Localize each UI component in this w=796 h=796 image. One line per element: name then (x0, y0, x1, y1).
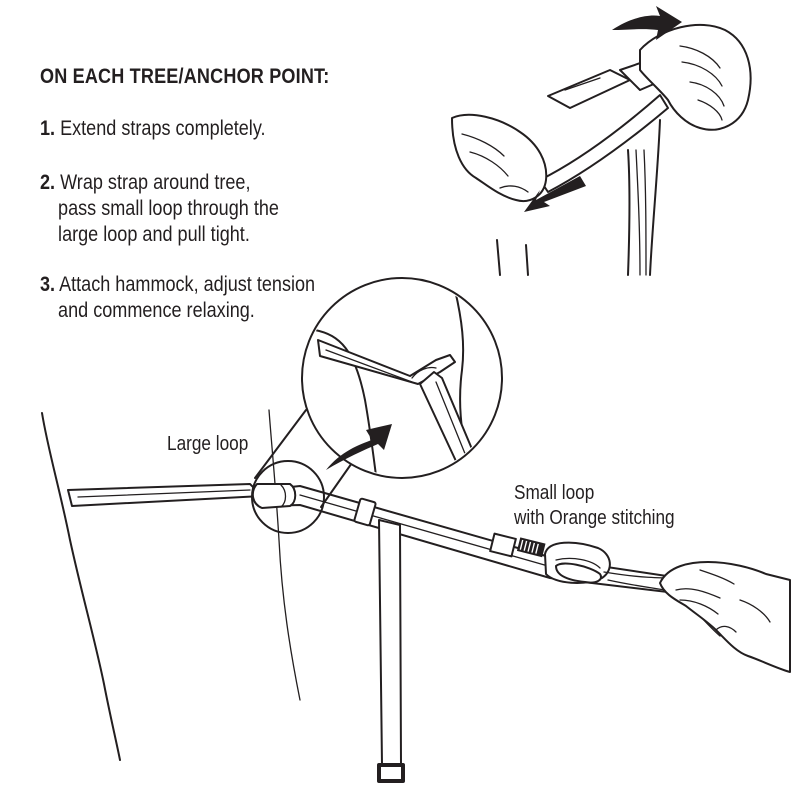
step-text: pass small loop through the (58, 197, 279, 220)
step-number: 2. (40, 171, 56, 194)
instructions-heading: ON EACH TREE/ANCHOR POINT: (40, 65, 330, 88)
strap-keeper (353, 497, 377, 527)
step-text: Attach hammock, adjust tension (59, 273, 316, 296)
step-number: 3. (40, 273, 56, 296)
pull-down-arrow-icon (524, 176, 586, 212)
magnifier-small-circle (251, 460, 325, 534)
small-loop-carabiner (544, 541, 611, 584)
hanging-strap-tail (377, 519, 405, 783)
rotate-arrow-icon (612, 6, 682, 40)
tree-trunk (41, 409, 301, 761)
step-text: Extend straps completely. (60, 117, 266, 140)
large-loop-label: Large loop (167, 433, 249, 455)
large-loop-buckle (251, 483, 297, 509)
hand-icon (659, 561, 791, 673)
small-loop-label-line1: Small loop (514, 482, 595, 504)
magnified-detail (314, 289, 481, 476)
step-2: 2. Wrap strap around tree, pass small lo… (40, 170, 279, 248)
small-loop-label-line2: with Orange stitching (514, 507, 675, 529)
orange-stitching (489, 532, 546, 558)
small-loop-label: Small loop with Orange stitching (514, 481, 675, 531)
step-text: and commence relaxing. (58, 299, 255, 322)
top-illustration (451, 6, 752, 276)
step-1: 1. Extend straps completely. (40, 116, 266, 142)
step-text: large loop and pull tight. (58, 223, 250, 246)
curved-arrow-icon (326, 424, 392, 470)
magnifier-connector (251, 409, 355, 534)
step-3: 3. Attach hammock, adjust tension and co… (40, 272, 315, 324)
step-text: Wrap strap around tree, (60, 171, 251, 194)
step-number: 1. (40, 117, 56, 140)
tree-strap (67, 483, 263, 507)
magnifier-circle (301, 277, 503, 479)
